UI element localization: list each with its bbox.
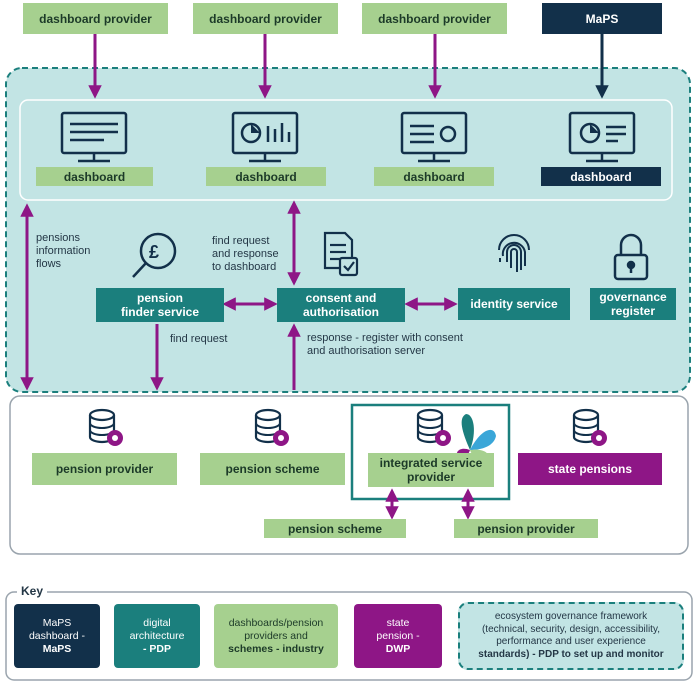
dashboards-panel (19, 99, 673, 201)
monitor-icon (60, 111, 128, 163)
dashboard-label-2: dashboard (206, 167, 326, 186)
dashboard-provider-box-2: dashboard provider (193, 3, 338, 34)
magnifier-pound-icon: £ (132, 232, 177, 278)
sub-pension-scheme-box: pension scheme (264, 519, 406, 538)
find-request-response-label: find request and response to dashboard (212, 235, 279, 273)
state-pensions-box: state pensions (518, 453, 662, 485)
key-ecosystem-framework: ecosystem governance framework(technical… (458, 602, 684, 670)
providers-panel (9, 395, 689, 555)
database-gear-icon (254, 408, 289, 446)
pension-scheme-box: pension scheme (200, 453, 345, 485)
database-gear-icon (572, 408, 607, 446)
sub-pension-provider-box: pension provider (454, 519, 598, 538)
dashboard-label-4: dashboard (541, 167, 661, 186)
database-gear-icon (416, 408, 451, 446)
maps-box: MaPS (542, 3, 662, 34)
pie-monitor-icon (568, 111, 636, 163)
chart-monitor-icon (231, 111, 299, 163)
response-register-label: response - register with consent and aut… (307, 332, 463, 357)
document-check-icon (323, 231, 359, 277)
fingerprint-icon (498, 234, 530, 272)
dashboard-provider-box-1: dashboard provider (23, 3, 168, 34)
padlock-icon (613, 233, 649, 281)
identity-service-box: identity service (458, 288, 570, 320)
key-title: Key (17, 584, 48, 598)
slider-monitor-icon (400, 111, 468, 163)
svg-text:£: £ (149, 242, 159, 262)
butterfly-logo-icon (456, 414, 496, 461)
database-gear-icon (88, 408, 123, 446)
dashboard-provider-box-3: dashboard provider (362, 3, 507, 34)
dashboard-label-3: dashboard (374, 167, 494, 186)
dashboard-label-1: dashboard (36, 167, 153, 186)
pension-provider-box: pension provider (32, 453, 177, 485)
isp-highlight (350, 403, 511, 501)
pensions-information-flows-label: pensions information flows (36, 232, 91, 270)
find-request-label: find request (170, 333, 228, 345)
